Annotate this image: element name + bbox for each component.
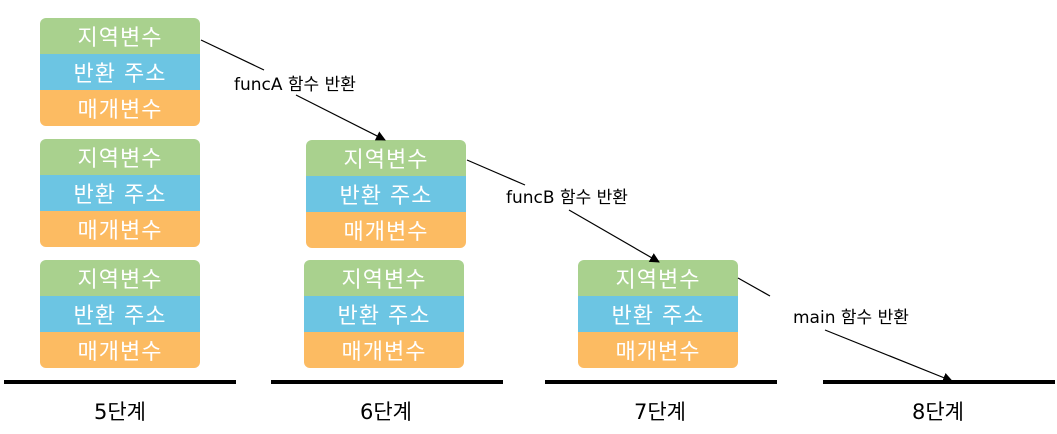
stage7-label: 7단계 bbox=[633, 400, 686, 424]
parameter-cell: 매개변수 bbox=[578, 332, 738, 368]
return-address-cell: 반환 주소 bbox=[40, 296, 200, 332]
local-variable-cell: 지역변수 bbox=[304, 260, 464, 296]
return-address-cell: 반환 주소 bbox=[304, 296, 464, 332]
return-address-cell: 반환 주소 bbox=[306, 176, 466, 212]
stage7-frame: 지역변수 반환 주소 매개변수 bbox=[578, 260, 738, 368]
return-address-cell: 반환 주소 bbox=[578, 296, 738, 332]
stage6-baseline bbox=[271, 380, 503, 384]
stage5-label: 5단계 bbox=[93, 400, 146, 424]
stage5-frame-bottom: 지역변수 반환 주소 매개변수 bbox=[40, 260, 200, 368]
stage7-baseline bbox=[545, 380, 777, 384]
arrow-funcA-start bbox=[200, 39, 265, 71]
local-variable-cell: 지역변수 bbox=[40, 139, 200, 175]
parameter-cell: 매개변수 bbox=[40, 90, 200, 126]
arrow-funcB-end bbox=[568, 209, 660, 263]
funcB-return-label: funcB 함수 반환 bbox=[506, 188, 628, 208]
local-variable-cell: 지역변수 bbox=[40, 260, 200, 296]
stage6-frame-bottom: 지역변수 반환 주소 매개변수 bbox=[304, 260, 464, 368]
parameter-cell: 매개변수 bbox=[306, 212, 466, 248]
return-address-cell: 반환 주소 bbox=[40, 54, 200, 90]
parameter-cell: 매개변수 bbox=[40, 332, 200, 368]
funcA-return-label: funcA 함수 반환 bbox=[234, 75, 356, 95]
stage5-frame-middle: 지역변수 반환 주소 매개변수 bbox=[40, 139, 200, 247]
arrow-funcB-start bbox=[466, 159, 526, 186]
stage8-label: 8단계 bbox=[911, 400, 964, 424]
arrow-funcA-end bbox=[295, 94, 386, 141]
stage5-frame-top: 지역변수 반환 주소 매개변수 bbox=[40, 18, 200, 126]
local-variable-cell: 지역변수 bbox=[40, 18, 200, 54]
parameter-cell: 매개변수 bbox=[40, 211, 200, 247]
local-variable-cell: 지역변수 bbox=[578, 260, 738, 296]
stage6-frame-top: 지역변수 반환 주소 매개변수 bbox=[306, 140, 466, 248]
stage6-label: 6단계 bbox=[359, 400, 412, 424]
arrow-main-start bbox=[737, 277, 771, 297]
stage5-baseline bbox=[4, 380, 236, 384]
local-variable-cell: 지역변수 bbox=[306, 140, 466, 176]
parameter-cell: 매개변수 bbox=[304, 332, 464, 368]
return-address-cell: 반환 주소 bbox=[40, 175, 200, 211]
arrow-main-end bbox=[824, 329, 953, 383]
stage8-baseline bbox=[823, 380, 1055, 384]
main-return-label: main 함수 반환 bbox=[793, 308, 909, 328]
